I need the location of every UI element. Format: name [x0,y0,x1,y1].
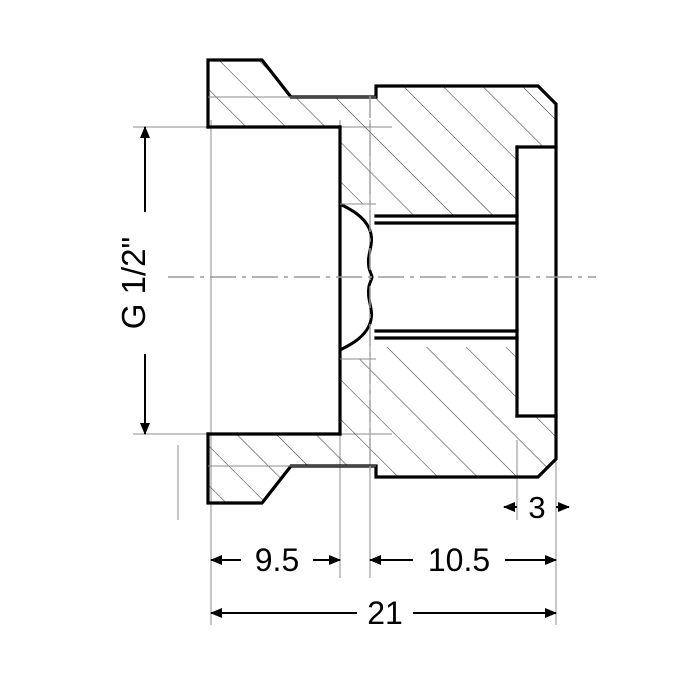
part-outline [206,58,558,505]
dimension-thread-size: G 1/2" [115,126,166,435]
dimension-right-step: 3 [503,490,570,525]
dimension-total-length: 21 [210,592,557,632]
thread-profile-outline [338,202,374,352]
label-dim-9-5: 9.5 [255,542,299,578]
dimension-left-length: 9.5 [210,539,341,579]
label-thread-size: G 1/2" [115,237,152,329]
centerline [168,96,596,470]
label-dim-21: 21 [367,595,403,631]
label-dim-3: 3 [528,490,545,525]
dimension-right-length: 10.5 [369,539,557,579]
label-dim-10-5: 10.5 [428,542,490,578]
section-body-hatched [208,60,556,503]
